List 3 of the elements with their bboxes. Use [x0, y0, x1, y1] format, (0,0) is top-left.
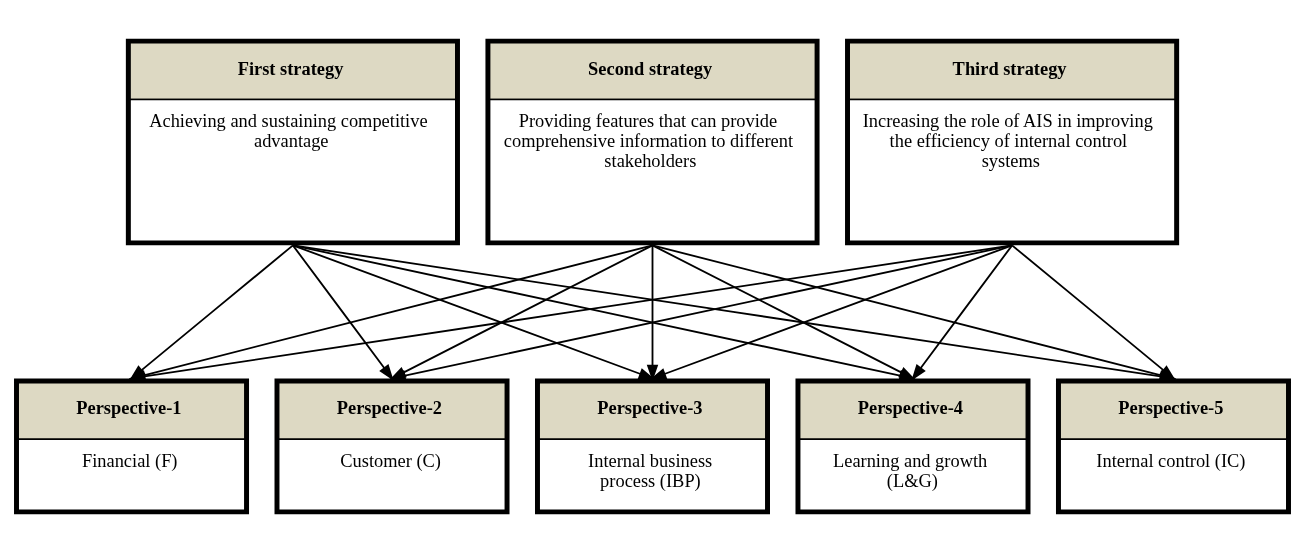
arrow: [911, 244, 1013, 381]
arrow: [292, 244, 394, 381]
node-box: Second strategy Providing features that can provide comprehensive information to different stakeholders: [485, 38, 820, 246]
